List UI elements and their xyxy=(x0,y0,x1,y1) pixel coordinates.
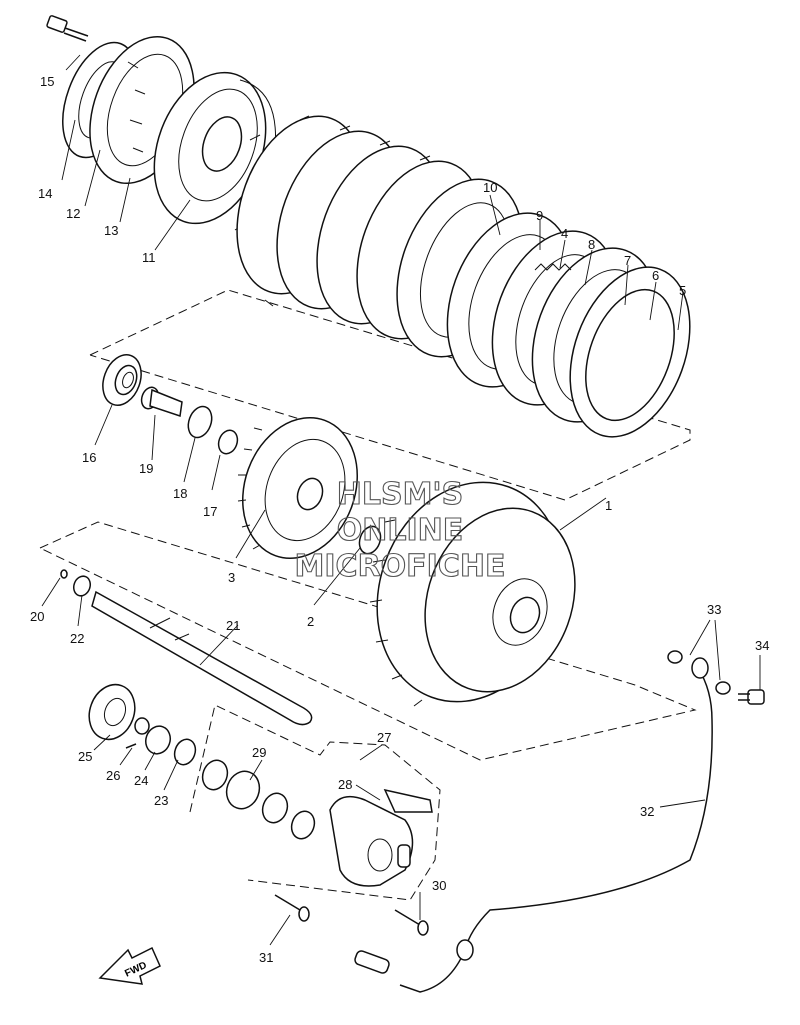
washer-17 xyxy=(217,429,239,455)
callout-5: 5 xyxy=(679,283,686,298)
callout-30: 30 xyxy=(432,878,446,893)
callout-22: 22 xyxy=(70,631,84,646)
callout-15: 15 xyxy=(40,74,54,89)
forward-direction-icon: FWD xyxy=(98,946,161,985)
watermark-line-2: ONLINE xyxy=(337,513,464,548)
bolt-30 xyxy=(394,909,429,936)
callout-9: 9 xyxy=(536,208,543,223)
callout-13: 13 xyxy=(104,223,118,238)
callout-26: 26 xyxy=(106,768,120,783)
piston-24 xyxy=(144,725,172,755)
callout-34: 34 xyxy=(755,638,769,653)
callout-labels: 1 2 3 4 5 6 7 8 9 10 11 12 13 14 15 16 1… xyxy=(30,74,769,965)
spacer-19 xyxy=(140,386,183,417)
callout-1: 1 xyxy=(605,498,612,513)
primary-driven-gear-3 xyxy=(237,417,358,559)
seal-25 xyxy=(88,683,136,741)
callout-7: 7 xyxy=(624,253,631,268)
bleed-fitting xyxy=(354,950,390,974)
push-rod-21 xyxy=(91,590,313,726)
clutch-boss-11 xyxy=(153,71,277,231)
oil-seal-22 xyxy=(72,575,92,597)
callout-11: 11 xyxy=(142,250,156,265)
bracket-28 xyxy=(383,788,433,813)
callout-25: 25 xyxy=(78,749,92,764)
callout-23: 23 xyxy=(154,793,168,808)
callout-6: 6 xyxy=(652,268,659,283)
pin-26 xyxy=(125,743,137,749)
callout-18: 18 xyxy=(173,486,187,501)
callout-32: 32 xyxy=(640,804,654,819)
bearing-16 xyxy=(102,354,142,406)
callout-29: 29 xyxy=(252,745,266,760)
bolt-15 xyxy=(46,15,89,42)
clutch-housing-1 xyxy=(369,481,576,707)
callout-8: 8 xyxy=(588,237,595,252)
hose-end-top xyxy=(691,657,709,679)
bolt-31 xyxy=(274,894,310,922)
hose-end-bottom xyxy=(456,939,474,961)
callout-10: 10 xyxy=(483,180,497,195)
clutch-plate-group-outline xyxy=(89,289,691,501)
thrust-washer-2 xyxy=(358,525,382,555)
callout-31: 31 xyxy=(259,950,273,965)
callout-14: 14 xyxy=(38,186,52,201)
callout-16: 16 xyxy=(82,450,96,465)
callout-19: 19 xyxy=(139,461,153,476)
washer-33b xyxy=(715,681,731,695)
watermark-line-1: HLSM'S xyxy=(337,477,463,512)
callout-28: 28 xyxy=(338,777,352,792)
union-bolt-34 xyxy=(738,689,765,705)
callout-17: 17 xyxy=(203,504,217,519)
master-cylinder-kit-29 xyxy=(201,759,316,840)
ball-20 xyxy=(60,569,68,579)
washer-23 xyxy=(173,738,197,766)
leader-lines xyxy=(41,54,761,946)
callout-24: 24 xyxy=(134,773,148,788)
callout-33: 33 xyxy=(707,602,721,617)
collar-18 xyxy=(187,405,213,439)
release-cylinder-27 xyxy=(329,788,433,887)
master-cylinder-group-outline xyxy=(189,704,441,901)
callout-20: 20 xyxy=(30,609,44,624)
callout-4: 4 xyxy=(561,226,568,241)
o-ring-24a xyxy=(134,717,150,735)
washer-33a xyxy=(667,650,683,664)
callout-3: 3 xyxy=(228,570,235,585)
callout-12: 12 xyxy=(66,206,80,221)
watermark-line-3: MICROFICHE xyxy=(295,549,506,584)
watermark: HLSM'S ONLINE MICROFICHE xyxy=(294,476,506,584)
callout-2: 2 xyxy=(307,614,314,629)
callout-21: 21 xyxy=(226,618,240,633)
callout-27: 27 xyxy=(377,730,391,745)
